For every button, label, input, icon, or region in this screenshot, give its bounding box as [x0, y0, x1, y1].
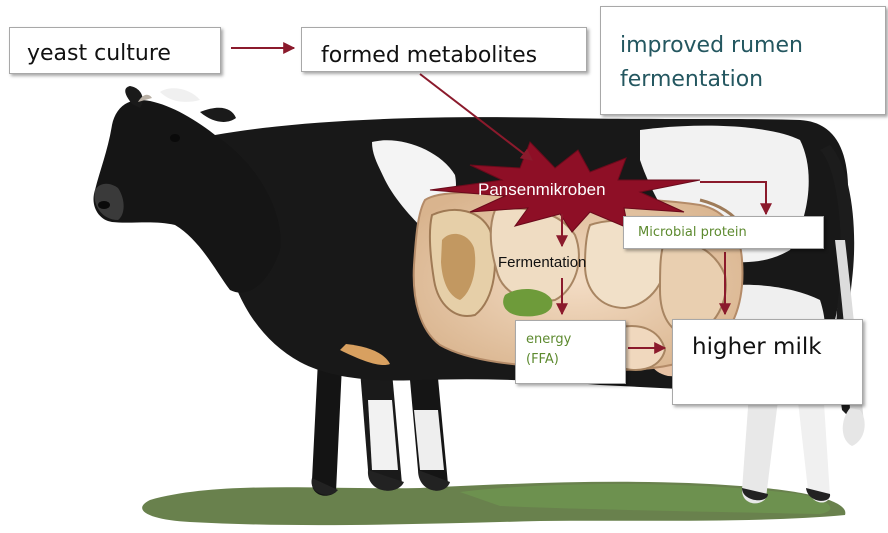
- energy-ffa-box: energy (FFA): [515, 320, 626, 384]
- yeast-culture-label: yeast culture: [27, 41, 171, 66]
- yeast-culture-box: yeast culture: [9, 27, 221, 74]
- formed-metabolites-box: formed metabolites: [301, 27, 587, 72]
- higher-milk-label: higher milk: [692, 334, 822, 360]
- improved-rumen-fermentation-box: improved rumen fermentation: [600, 6, 886, 115]
- formed-metabolites-label: formed metabolites: [321, 43, 537, 68]
- pansenmikroben-label: Pansenmikroben: [478, 180, 606, 199]
- energy-ffa-label: energy (FFA): [526, 332, 571, 367]
- higher-milk-box: higher milk: [672, 319, 863, 405]
- microbial-protein-box: Microbial protein: [623, 216, 824, 249]
- grass-shadow: [142, 482, 845, 525]
- cow-head: [94, 86, 281, 293]
- fermentation-label: Fermentation: [498, 254, 586, 271]
- microbial-protein-label: Microbial protein: [638, 225, 747, 240]
- improved-rumen-fermentation-label: improved rumen fermentation: [620, 33, 803, 92]
